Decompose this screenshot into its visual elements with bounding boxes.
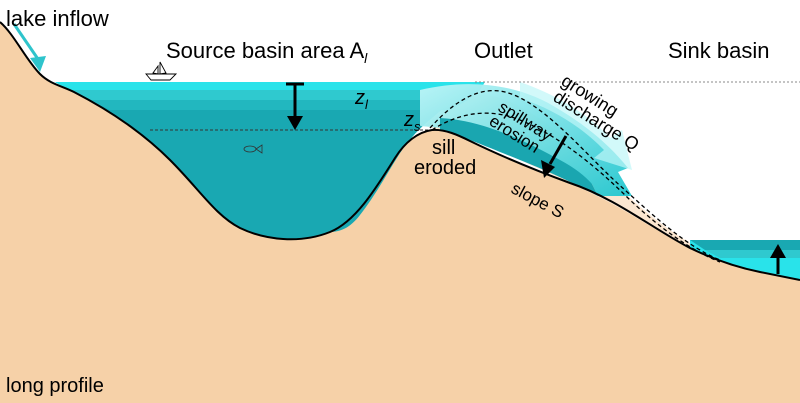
terrain-ground — [0, 22, 800, 403]
source-basin-area-label: Source basin area Al — [166, 38, 368, 66]
sill-eroded-label-line1: sill — [432, 137, 455, 159]
sink-rising-arrow-icon — [770, 244, 786, 274]
long-profile-label: long profile — [6, 375, 104, 397]
former-sill-profile-1 — [429, 90, 721, 261]
lake-band-light — [55, 82, 485, 90]
spillway-incision-arrow-icon — [541, 135, 568, 178]
spillway-flow — [420, 84, 632, 196]
source-basin-area-text: Source basin area A — [166, 38, 364, 63]
sill-level-text: z — [403, 109, 414, 131]
source-lake-water — [55, 82, 475, 240]
lake-band-mid — [68, 90, 480, 100]
lake-level-label: zl — [354, 87, 369, 112]
sill-level-subscript: s — [414, 119, 421, 134]
lake-level-text: z — [354, 87, 365, 109]
source-basin-area-subscript: l — [364, 50, 368, 66]
spillway-flow-core — [440, 118, 598, 196]
boat-icon — [145, 61, 178, 81]
sink-basin-water-top — [690, 240, 800, 250]
sill-eroded-label-line2: eroded — [414, 157, 476, 179]
lake-inflow-label: lake inflow — [6, 6, 109, 31]
outlet-label: Outlet — [474, 38, 533, 63]
lake-band-mid-2 — [88, 100, 468, 110]
sink-basin-label: Sink basin — [668, 38, 770, 63]
fish-icon — [243, 144, 263, 154]
lake-lowering-arrow-icon — [286, 82, 304, 130]
terrain-outline — [0, 21, 800, 281]
former-sill-profile-2 — [431, 112, 721, 263]
sink-basin-water-band — [705, 250, 800, 258]
inflow-arrow-icon — [12, 23, 46, 72]
discharge-arrow-icon — [520, 82, 632, 170]
sill-level-label: zs — [403, 109, 421, 134]
lake-level-subscript: l — [365, 97, 369, 112]
